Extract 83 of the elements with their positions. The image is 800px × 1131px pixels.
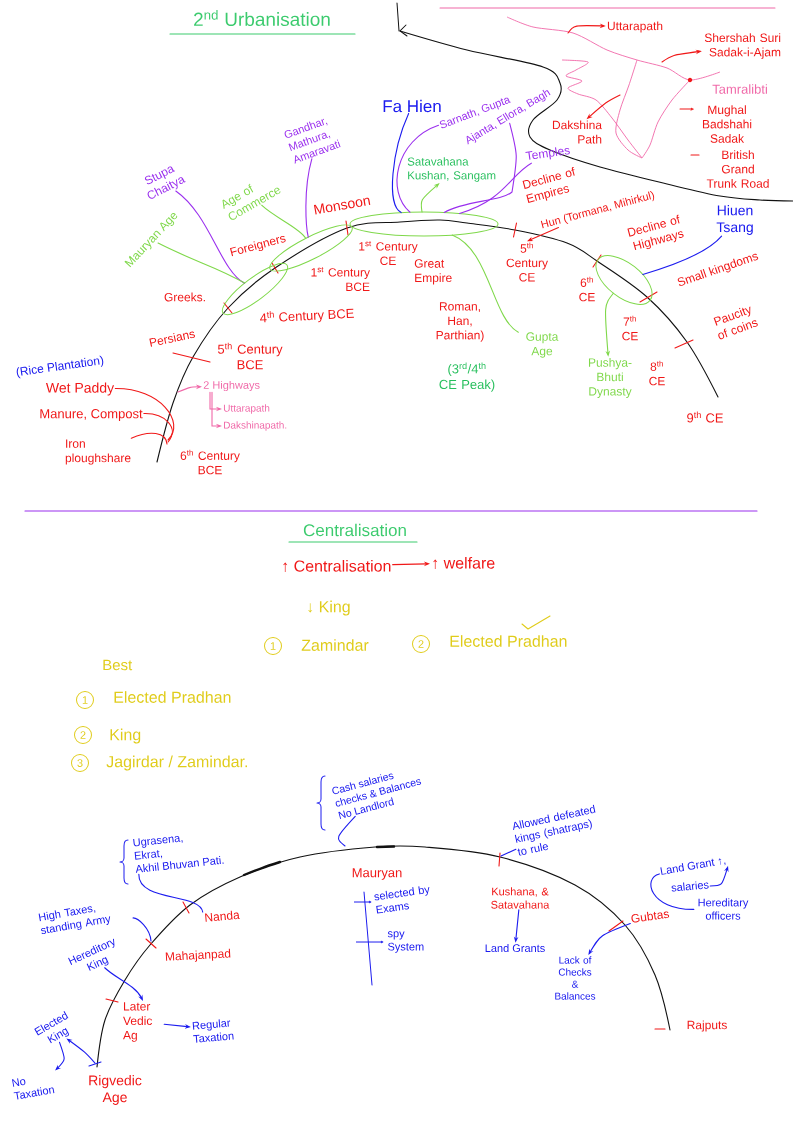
note-text: (Rice Plantation) bbox=[16, 355, 104, 379]
leader-line bbox=[500, 848, 517, 857]
note-text: Gupta Age bbox=[526, 332, 559, 358]
note-text: spy System bbox=[387, 931, 424, 953]
note-text: 2 Highways bbox=[203, 380, 260, 392]
note-text: Later Vedic Ag bbox=[123, 1002, 153, 1042]
period-label: Nanda bbox=[205, 910, 240, 922]
note-text: Land Grant ↑, bbox=[660, 858, 726, 875]
map-label: Uttarapath bbox=[607, 21, 663, 33]
note-text: Manure, Compost bbox=[40, 409, 143, 421]
note-text: ↓ King bbox=[308, 600, 350, 616]
note-text: Satavahana Kushan, Sangam bbox=[407, 157, 496, 182]
period-label: Rajputs bbox=[687, 1020, 727, 1032]
period-label: Mauryan bbox=[352, 868, 402, 880]
leader-line bbox=[337, 815, 356, 847]
arrow bbox=[55, 1041, 65, 1071]
note-text: Dakshinapath. bbox=[224, 421, 287, 431]
leader-line bbox=[157, 242, 246, 284]
note-text: Kushana, & Satavahana bbox=[491, 887, 550, 909]
leader-line bbox=[451, 234, 519, 333]
leader-line bbox=[130, 432, 168, 445]
note-text: Pushya-Bhuti Dynasty bbox=[589, 358, 632, 398]
leader-line bbox=[650, 873, 695, 910]
note-text: Persians bbox=[149, 331, 195, 347]
leader-line bbox=[443, 122, 517, 213]
period-label: 9$^{th}$ CE bbox=[687, 411, 723, 423]
leader-line bbox=[114, 388, 175, 441]
leader-line bbox=[143, 413, 173, 443]
list-item: King bbox=[110, 728, 141, 744]
arrow bbox=[177, 384, 202, 393]
note-text: ↑ welfare bbox=[433, 556, 495, 570]
note-text: Uttarapath bbox=[223, 404, 270, 414]
note-text: salaries bbox=[671, 881, 709, 892]
period-label: 1$^{st}$ Century BCE bbox=[311, 267, 370, 291]
map-label: Mughal Badshahi Sadak bbox=[703, 105, 752, 143]
leader-line bbox=[391, 112, 410, 214]
note-text: Lack of Checks & Balances bbox=[555, 956, 596, 1000]
title: 2$^{nd}$ Urbanisation bbox=[194, 9, 330, 27]
leader-line bbox=[138, 873, 204, 913]
note-text: Best bbox=[103, 659, 133, 671]
arrow bbox=[527, 227, 560, 242]
note-text: Wet Paddy bbox=[45, 382, 115, 396]
note-text: Temples bbox=[525, 147, 570, 160]
list-item: Elected Pradhan bbox=[114, 691, 231, 703]
note-text: Land Grants bbox=[485, 943, 545, 953]
map-label: British Grand Trunk Road bbox=[706, 150, 769, 188]
note-text: Fa Hien bbox=[383, 99, 441, 113]
leader-line bbox=[396, 124, 440, 213]
note-text: ↑ Centralisation bbox=[283, 559, 391, 573]
leader-line bbox=[132, 917, 152, 942]
note-text: Iron ploughshare bbox=[65, 439, 131, 465]
note-text: Gubtas bbox=[631, 911, 670, 923]
period-label: 6$^{th}$ CE bbox=[579, 276, 595, 302]
leader-line bbox=[261, 204, 307, 239]
period-label: 6$^{th}$ Century BCE bbox=[180, 449, 240, 475]
note-text: Paucity of coins bbox=[713, 306, 758, 340]
map-label: Dakshina Path bbox=[552, 120, 602, 144]
note-text: No Taxation bbox=[12, 1078, 55, 1100]
map-label: Tamralibti bbox=[712, 84, 767, 94]
note-text: Hiuen Tsang bbox=[716, 205, 753, 235]
period-label: 8$^{th}$ CE bbox=[649, 360, 665, 386]
note-text: (3$^{rd}$/4$^{th}$ CE Peak) bbox=[439, 362, 495, 392]
leader-line bbox=[458, 162, 532, 215]
period-label: Rigvedic Age bbox=[89, 1075, 142, 1105]
note-text: High Taxes, standing Army bbox=[38, 906, 111, 934]
leader-line bbox=[305, 158, 313, 238]
note-text: Foreigners bbox=[229, 235, 286, 257]
list-item: Elected Pradhan bbox=[450, 635, 567, 647]
note-text: selected by Exams bbox=[374, 886, 430, 914]
period-label: Mahajanpad bbox=[165, 948, 231, 962]
period-label: 5$^{th}$ Century BCE bbox=[217, 342, 283, 370]
map-label: Shershah Suri Sadak-i-Ajam bbox=[704, 33, 781, 59]
note-text: Roman, Han, Parthian) bbox=[436, 302, 484, 342]
period-label: 7$^{th}$ CE bbox=[622, 315, 638, 341]
note-text: Hereditary officers bbox=[698, 898, 749, 920]
list-item: Zamindar bbox=[301, 639, 369, 651]
note-text: Regular Taxation bbox=[192, 1019, 234, 1043]
leader-line bbox=[642, 235, 723, 275]
note-text: Ugrasena, Ekrat, Akhil Bhuvan Pati. bbox=[133, 836, 224, 873]
list-item: Jagirdar / Zamindar. bbox=[106, 755, 247, 771]
heading: Centralisation bbox=[303, 523, 406, 537]
period-label: 4$^{th}$ Century BCE bbox=[260, 308, 354, 323]
note-text: Monsoon bbox=[313, 197, 371, 215]
